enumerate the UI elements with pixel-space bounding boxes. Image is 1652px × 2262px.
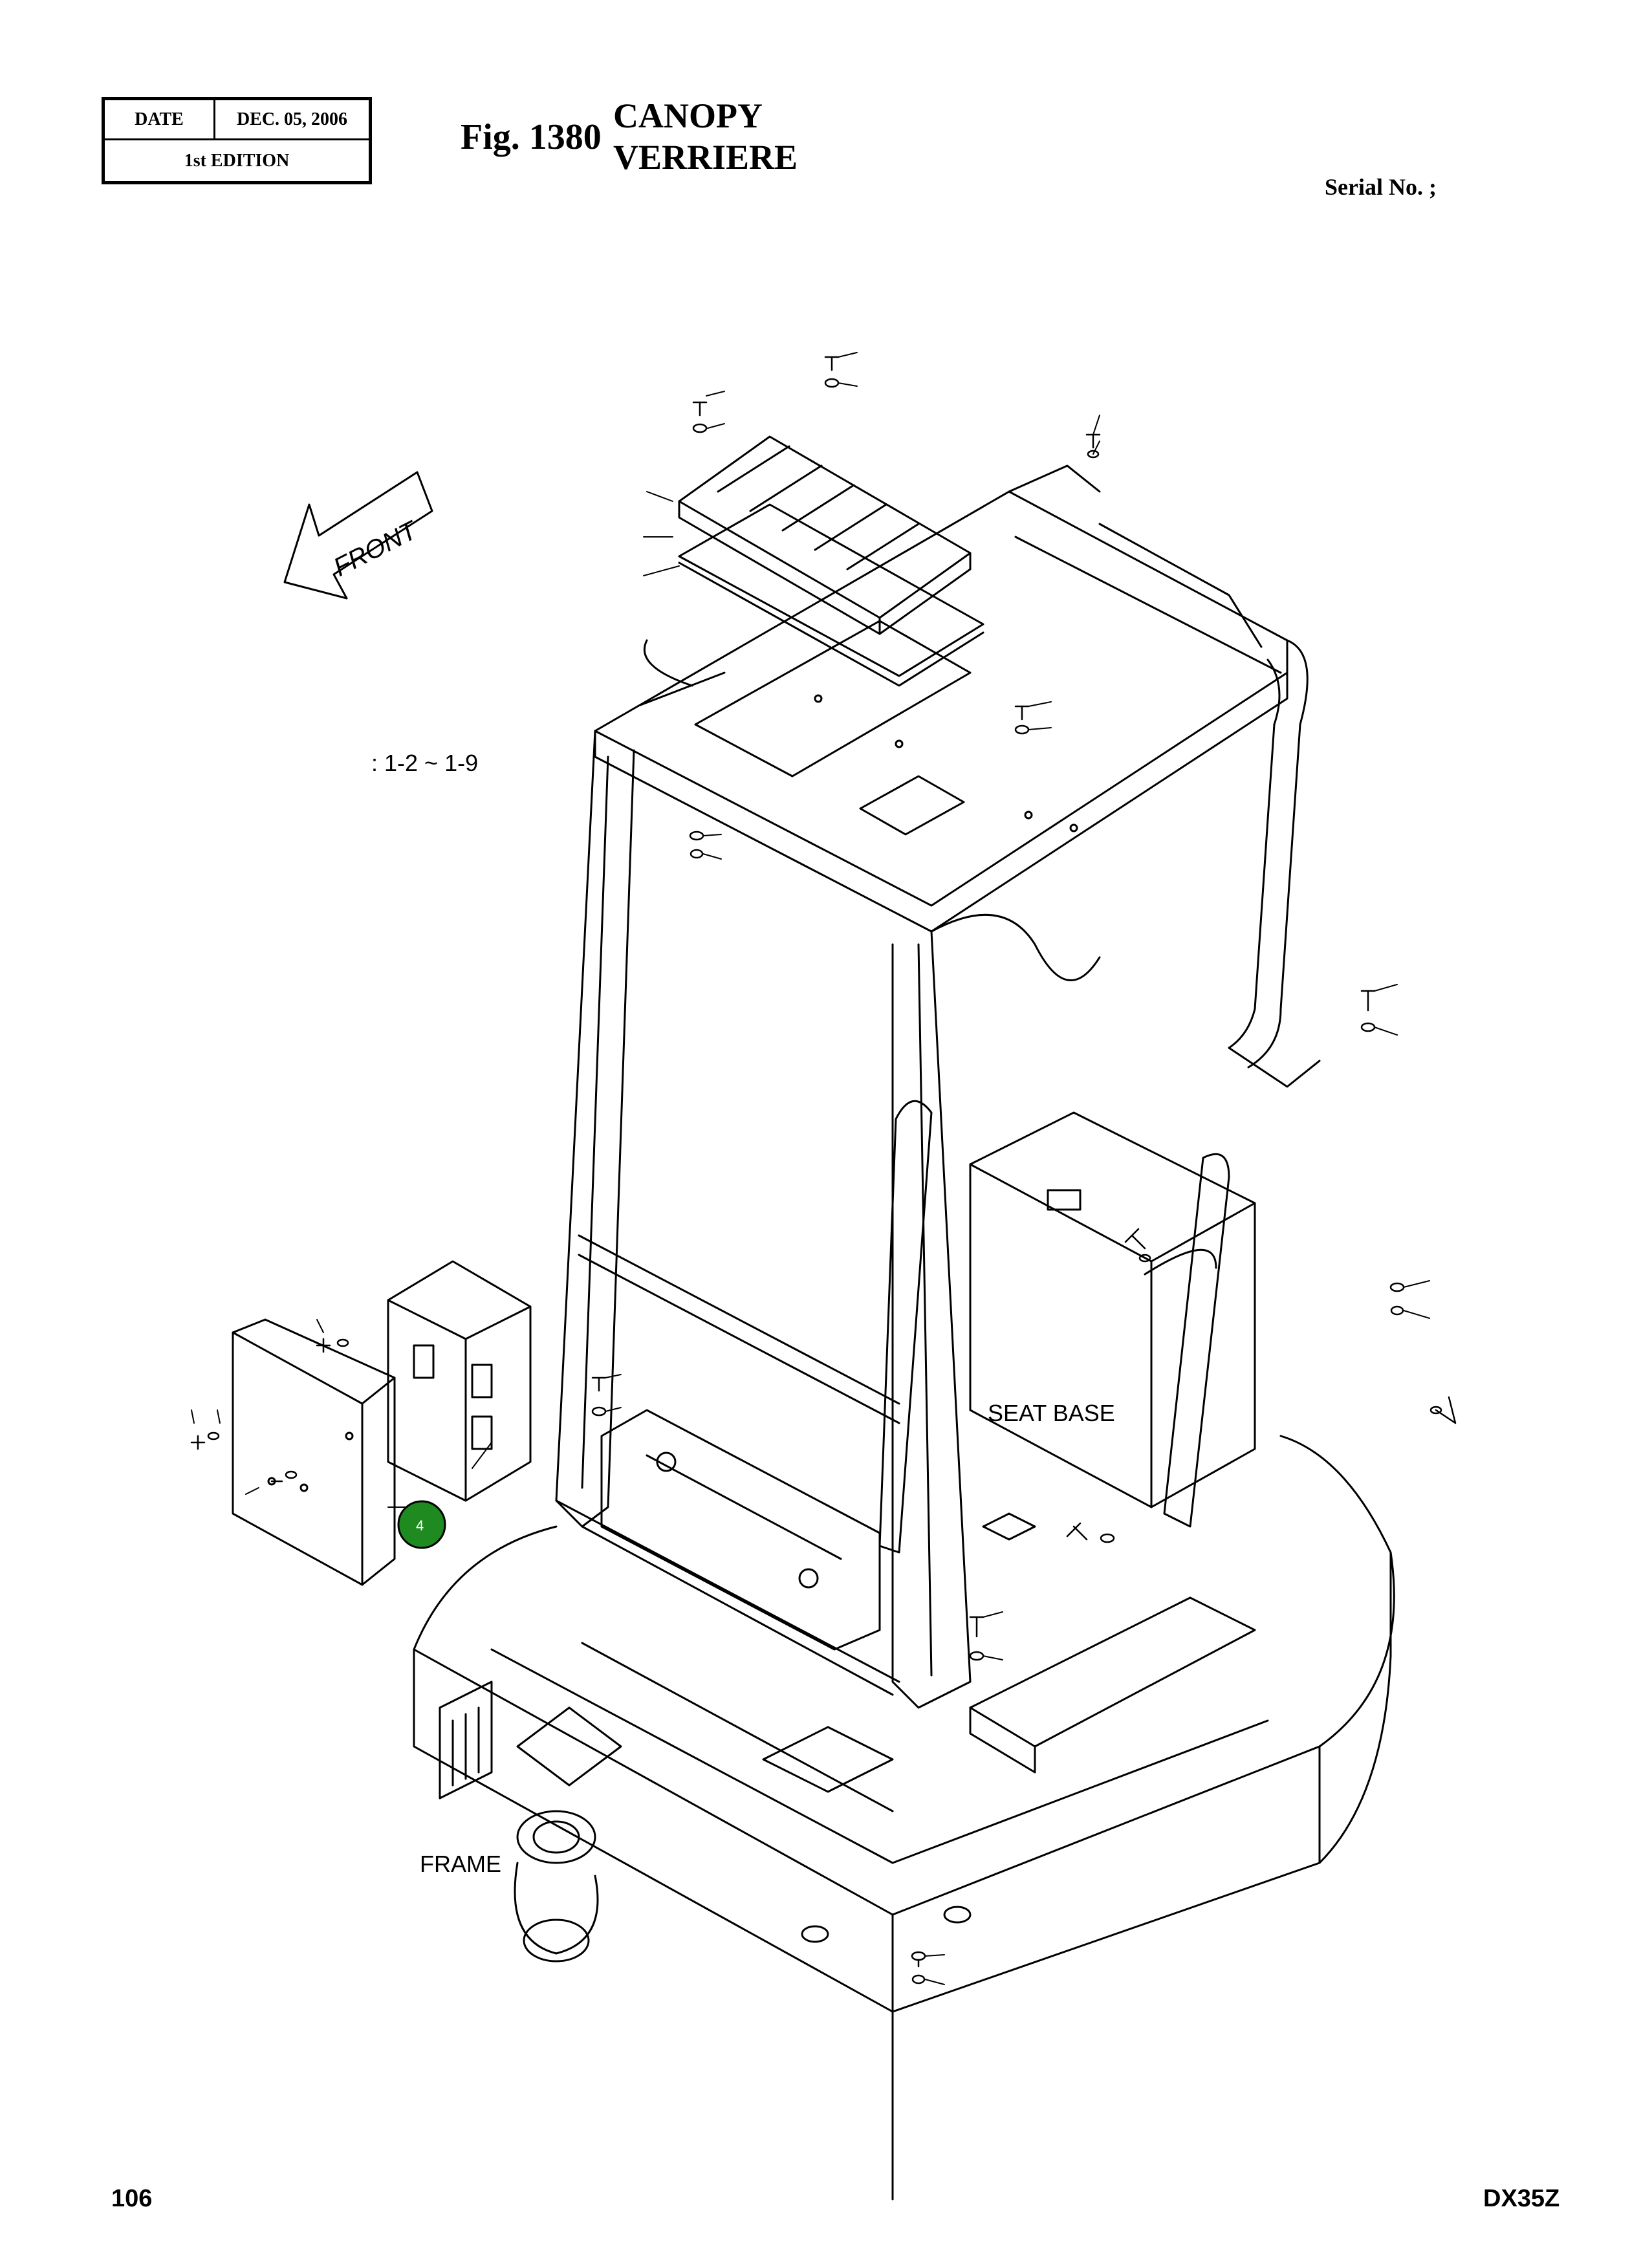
canopy-roof	[594, 464, 1288, 933]
figure-number: Fig. 1380	[461, 117, 602, 157]
callout-number: 4	[416, 1517, 424, 1534]
front-arrow: FRONT	[283, 471, 433, 600]
figure-title-french: VERRIERE	[613, 138, 798, 177]
front-label: FRONT	[329, 516, 423, 582]
mounting-bracket	[387, 1260, 532, 1502]
figure-title-english: CANOPY	[613, 96, 763, 135]
serial-number-label: Serial No. ;	[1325, 174, 1437, 200]
floor-pan	[600, 1409, 881, 1651]
seat-base	[969, 1111, 1256, 1541]
roof-hatch-grille	[678, 435, 984, 687]
page-number: 106	[111, 2185, 153, 2212]
edition-label: 1st EDITION	[184, 151, 290, 171]
date-row: DATE DEC. 05, 2006	[105, 100, 369, 140]
date-label: DATE	[105, 100, 215, 138]
date-value: DEC. 05, 2006	[236, 109, 348, 129]
frame-label: FRAME	[420, 1851, 501, 1877]
date-edition-box: DATE DEC. 05, 2006 1st EDITION	[102, 97, 372, 184]
side-cover-panel	[232, 1318, 396, 1586]
fasteners	[190, 356, 1457, 1985]
reference-note: : 1-2 ~ 1-9	[371, 750, 478, 776]
leader-lines	[191, 352, 1430, 1985]
canopy-frame	[555, 639, 1321, 1709]
model-code: DX35Z	[1483, 2185, 1560, 2212]
grab-handles	[878, 1100, 1230, 1554]
part-callout-4: 4	[397, 1500, 446, 1549]
base-frame	[413, 1435, 1395, 2201]
seat-base-label: SEAT BASE	[988, 1400, 1115, 1426]
